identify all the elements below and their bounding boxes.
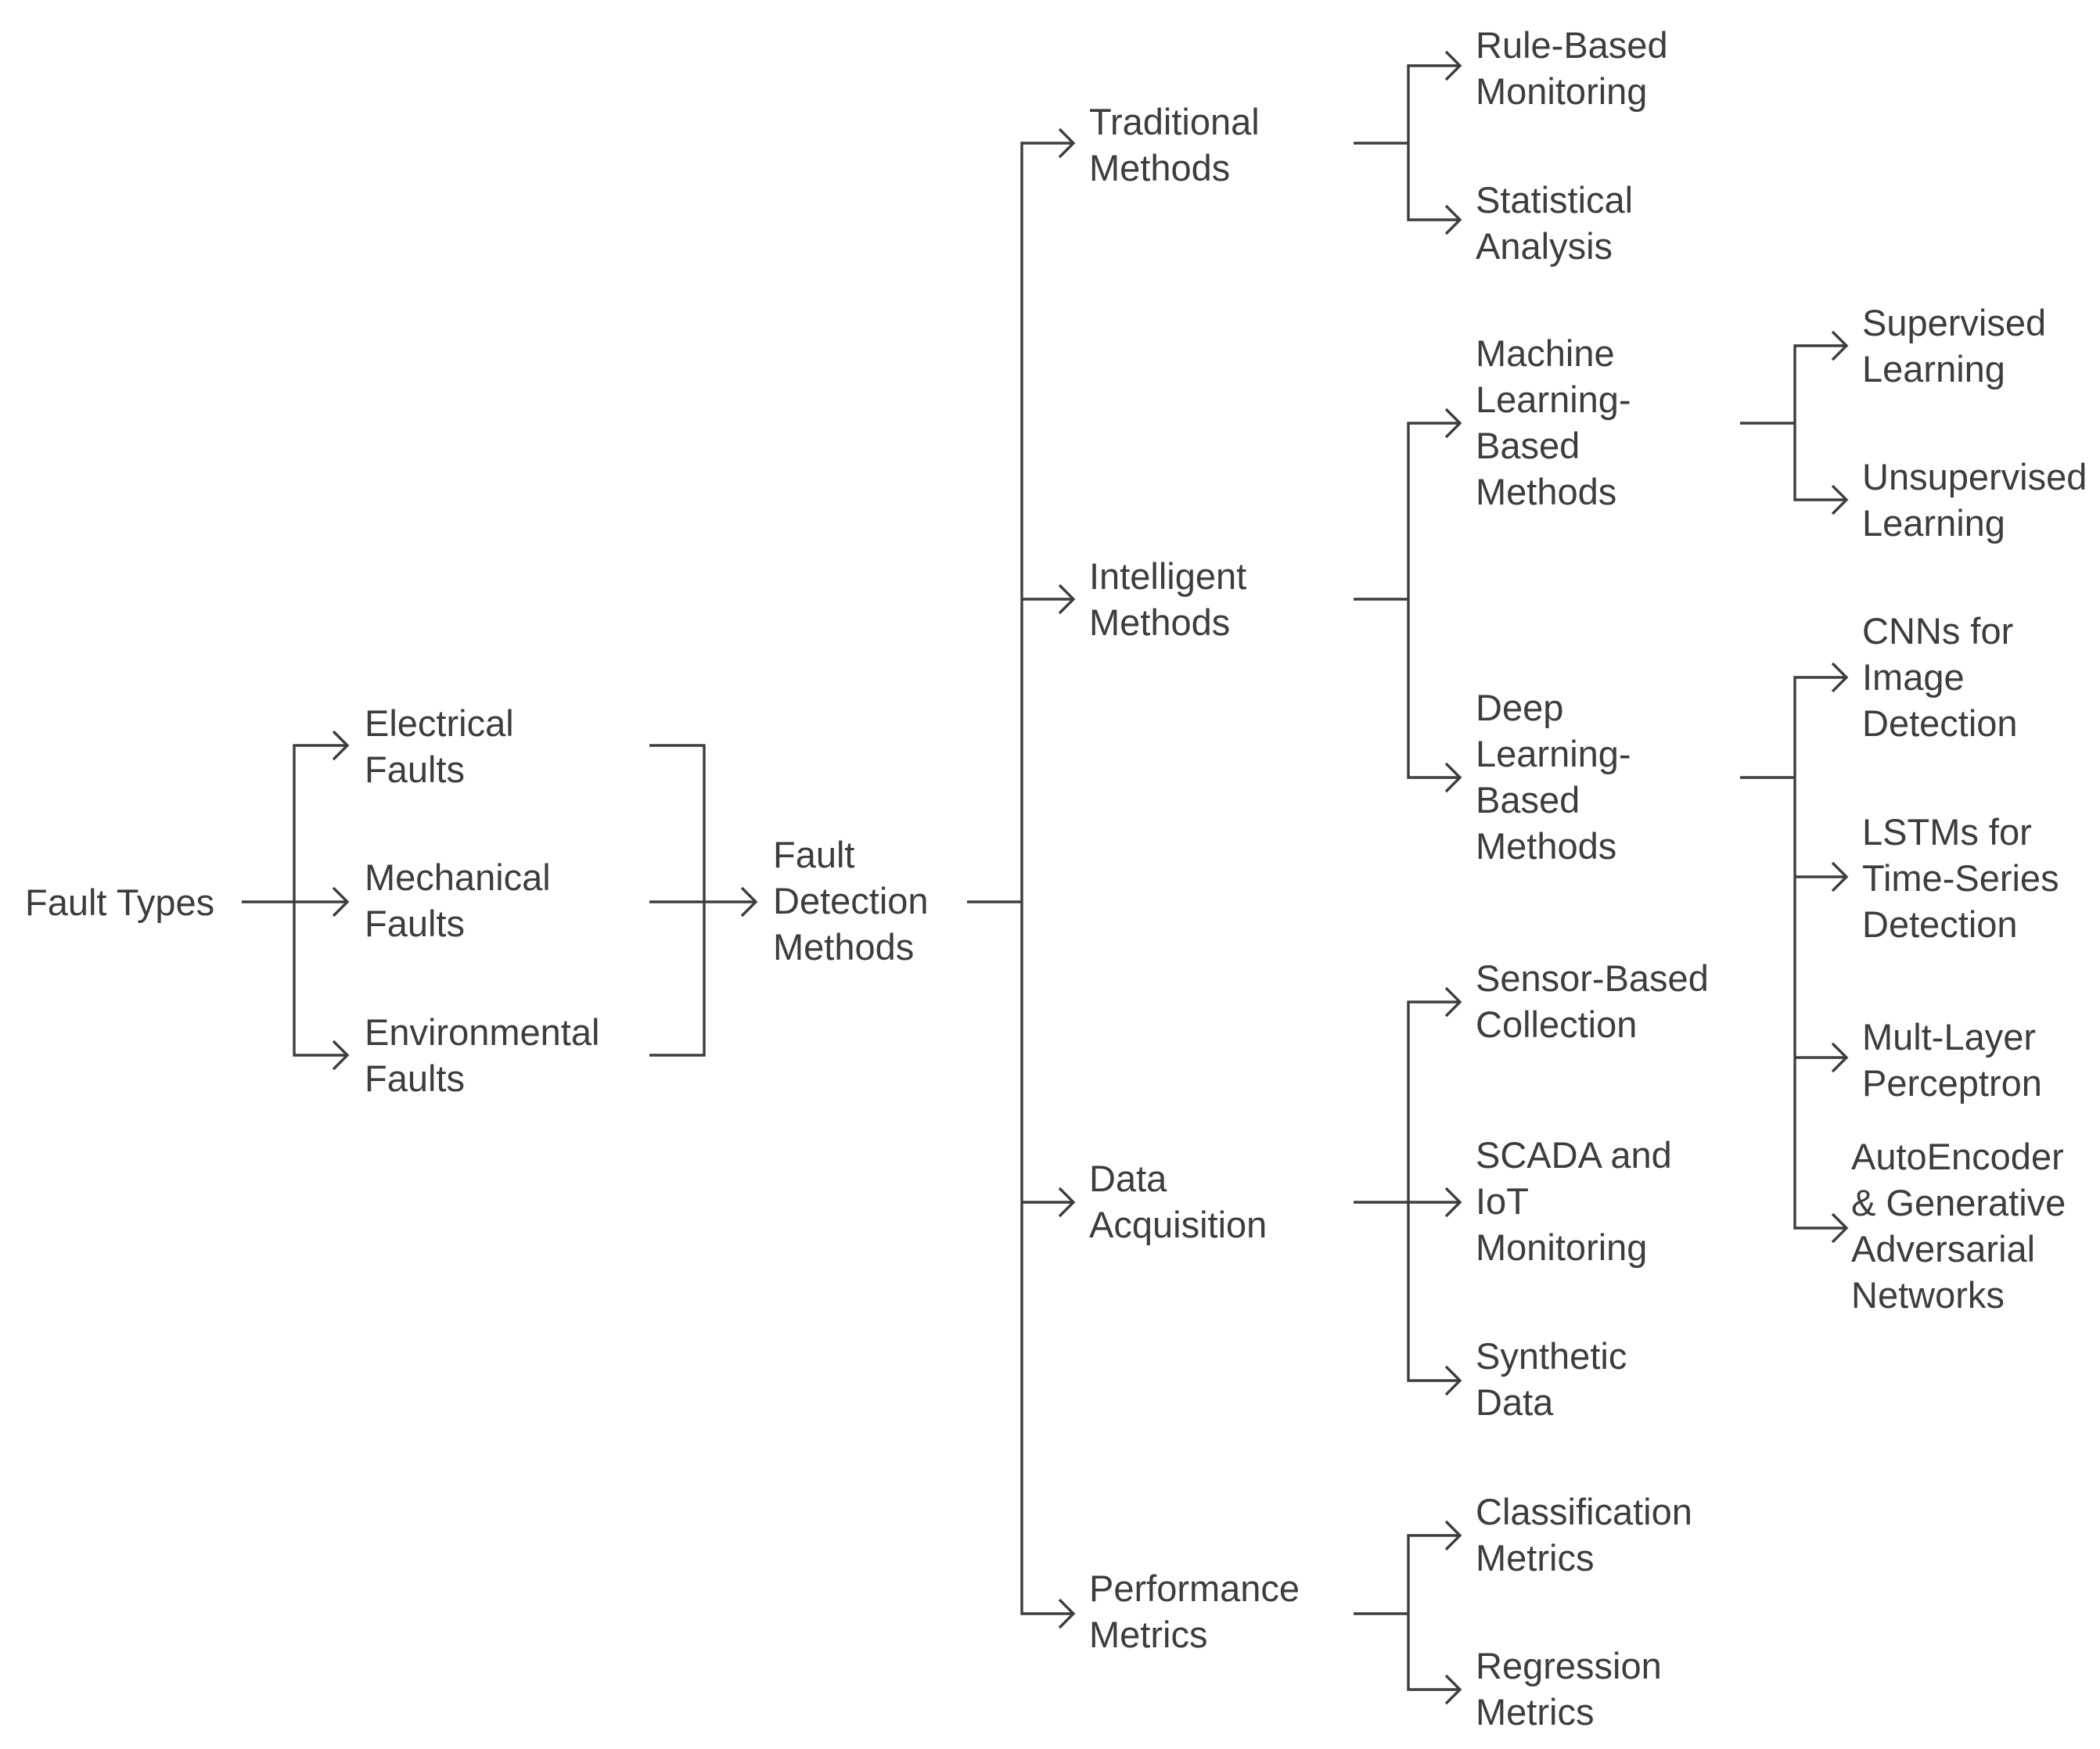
node-supervised-learning: Supervised Learning bbox=[1862, 302, 2047, 390]
arrowhead-mlp bbox=[1831, 1042, 1849, 1073]
node-intelligent-methods: Intelligent Methods bbox=[1089, 555, 1247, 643]
node-performance-metrics: Performance Metrics bbox=[1089, 1568, 1300, 1655]
node-classification-metrics: Classification Metrics bbox=[1476, 1491, 1692, 1578]
connector-data-acq-trunk bbox=[1407, 1000, 1460, 1382]
node-unsupervised-learning: Unsupervised Learning bbox=[1862, 456, 2087, 544]
connector-performance-trunk bbox=[1407, 1534, 1460, 1691]
node-sensor-based-collection: Sensor-Based Collection bbox=[1476, 957, 1709, 1045]
arrowhead-environmental bbox=[332, 1040, 350, 1071]
node-traditional-methods: Traditional Methods bbox=[1089, 101, 1260, 189]
arrowhead-statistical bbox=[1444, 204, 1462, 235]
node-ml-based-methods: Machine Learning- Based Methods bbox=[1476, 332, 1631, 512]
node-fault-detection-methods: Fault Detection Methods bbox=[773, 834, 929, 968]
node-electrical-faults: Electrical Faults bbox=[365, 702, 514, 790]
connector-ml-trunk bbox=[1793, 344, 1846, 501]
arrowhead-intelligent bbox=[1058, 584, 1076, 615]
node-dl-based-methods: Deep Learning- Based Methods bbox=[1476, 687, 1631, 867]
arrowhead-synthetic bbox=[1444, 1365, 1462, 1396]
node-fault-types: Fault Types bbox=[25, 882, 215, 923]
connector-fdm-trunk bbox=[1020, 142, 1073, 1615]
arrowhead-mechanical bbox=[332, 886, 350, 918]
node-multi-layer-perceptron: Mult-Layer Perceptron bbox=[1862, 1016, 2042, 1104]
node-rule-based-monitoring: Rule-Based Monitoring bbox=[1476, 24, 1668, 112]
arrowhead-unsupervised bbox=[1831, 484, 1849, 515]
connector-dl-trunk bbox=[1793, 676, 1846, 1230]
arrowhead-cnns bbox=[1831, 662, 1849, 693]
arrowhead-sensor-based bbox=[1444, 986, 1462, 1018]
node-cnns-image-detection: CNNs for Image Detection bbox=[1862, 610, 2018, 744]
arrowhead-regression bbox=[1444, 1674, 1462, 1705]
arrowhead-ml bbox=[1444, 408, 1462, 439]
node-regression-metrics: Regression Metrics bbox=[1476, 1645, 1662, 1733]
node-scada-iot-monitoring: SCADA and IoT Monitoring bbox=[1476, 1134, 1672, 1268]
node-data-acquisition: Data Acquisition bbox=[1089, 1158, 1268, 1245]
node-synthetic-data: Synthetic Data bbox=[1476, 1335, 1627, 1423]
node-environmental-faults: Environmental Faults bbox=[365, 1011, 600, 1099]
arrowhead-electrical bbox=[332, 730, 350, 761]
arrowhead-supervised bbox=[1831, 330, 1849, 361]
arrowhead-lstms bbox=[1831, 861, 1849, 892]
connector-traditional-trunk bbox=[1407, 64, 1460, 221]
node-autoencoder-gan: AutoEncoder & Generative Adversarial Net… bbox=[1851, 1136, 2066, 1316]
arrowhead-fault-detection bbox=[740, 886, 758, 918]
arrowhead-dl bbox=[1444, 762, 1462, 793]
arrowhead-performance bbox=[1058, 1598, 1076, 1629]
connector-intelligent-trunk bbox=[1407, 422, 1460, 779]
node-lstms-time-series: LSTMs for Time-Series Detection bbox=[1862, 811, 2059, 945]
arrowhead-classification bbox=[1444, 1520, 1462, 1551]
node-statistical-analysis: Statistical Analysis bbox=[1476, 179, 1634, 267]
arrowhead-rule-based bbox=[1444, 50, 1462, 81]
node-mechanical-faults: Mechanical Faults bbox=[365, 857, 551, 944]
connector-fault-types-trunk bbox=[293, 744, 347, 1057]
arrowhead-data-acquisition bbox=[1058, 1187, 1076, 1218]
connector-merge-bracket bbox=[649, 744, 706, 1057]
arrowhead-scada bbox=[1444, 1187, 1462, 1218]
arrowhead-traditional bbox=[1058, 127, 1076, 159]
arrowhead-autoencoder bbox=[1831, 1212, 1849, 1244]
